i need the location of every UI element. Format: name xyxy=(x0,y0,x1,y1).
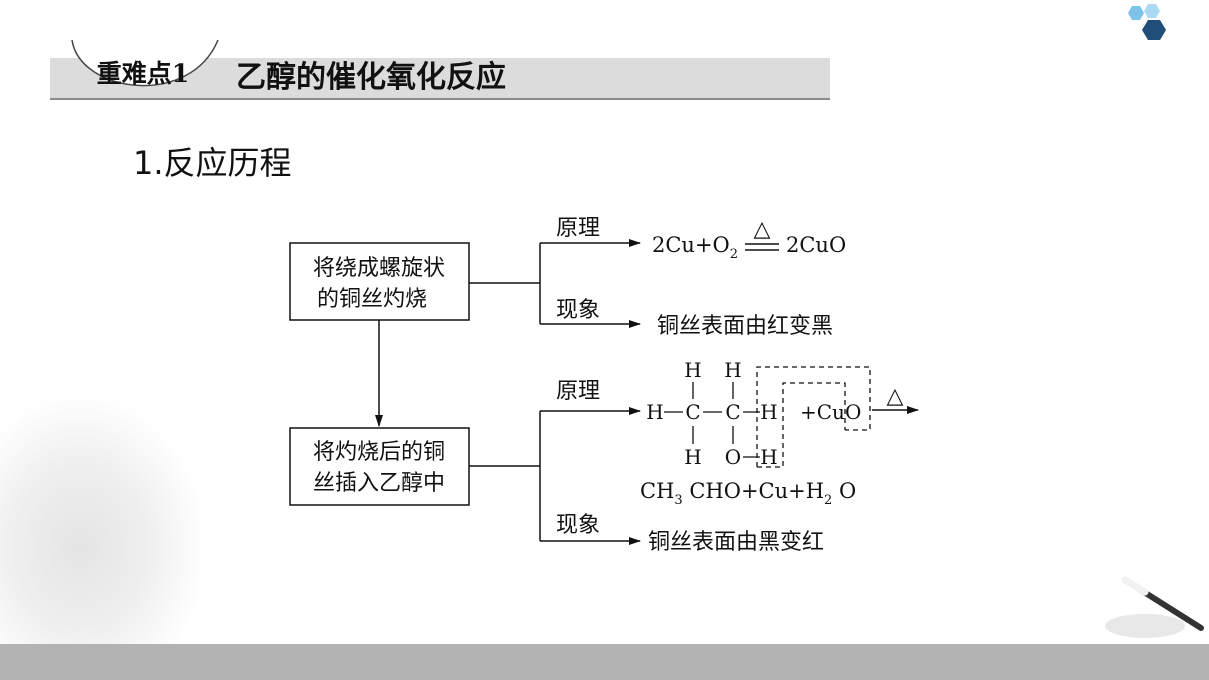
bottom-bar xyxy=(0,644,1209,680)
decorative-flower-background xyxy=(0,400,200,645)
branch2-phenomenon-label: 现象 xyxy=(556,513,600,538)
badge-shape xyxy=(71,39,219,87)
branch2-principle-label: 原理 xyxy=(556,379,600,404)
branch2-phenomenon-text: 铜丝表面由黑变红 xyxy=(648,530,824,555)
section-heading: 1.反应历程 xyxy=(133,144,292,182)
atom-right-h: H xyxy=(760,400,777,424)
branch1-equation-condition: △ xyxy=(754,217,771,242)
atom-bottom-h: H xyxy=(684,445,701,469)
atom-c2: C xyxy=(725,400,740,424)
step2-line1: 将灼烧后的铜 xyxy=(313,440,445,465)
atom-oh-h: H xyxy=(760,445,777,469)
step2-box xyxy=(289,427,470,506)
reactant-cuo: +CuO xyxy=(800,400,861,424)
hexagon-logo-icon xyxy=(1128,4,1166,40)
atom-left-h: H xyxy=(646,400,663,424)
branch1-principle-label: 原理 xyxy=(556,216,600,241)
dashed-box-hydrogens xyxy=(756,366,871,467)
atom-c1: C xyxy=(685,400,700,424)
step1-box xyxy=(289,242,470,321)
step1-line2: 的铜丝灼烧 xyxy=(317,287,427,312)
branch1-phenomenon-label: 现象 xyxy=(556,298,600,323)
branch1-equation-product: 2CuO xyxy=(786,233,846,257)
dashed-box-hydrogens-bottom xyxy=(757,382,846,468)
step2-line2: 丝插入乙醇中 xyxy=(313,471,445,496)
branch2-products: CH3 CHO+Cu+H2 O xyxy=(640,479,856,508)
branch2-condition: △ xyxy=(887,384,904,409)
atom-o: O xyxy=(725,445,741,469)
atom-top-h2: H xyxy=(724,358,741,382)
branch1-phenomenon-text: 铜丝表面由红变黑 xyxy=(657,314,833,339)
page-title: 乙醇的催化氧化反应 xyxy=(236,60,506,95)
branch1-equation-reactants: 2Cu+O2 xyxy=(652,233,738,262)
atom-top-h1: H xyxy=(684,358,701,382)
step1-line1: 将绕成螺旋状 xyxy=(313,256,445,281)
badge-label: 重难点1 xyxy=(96,59,190,88)
brush-decoration-icon xyxy=(1105,576,1204,638)
